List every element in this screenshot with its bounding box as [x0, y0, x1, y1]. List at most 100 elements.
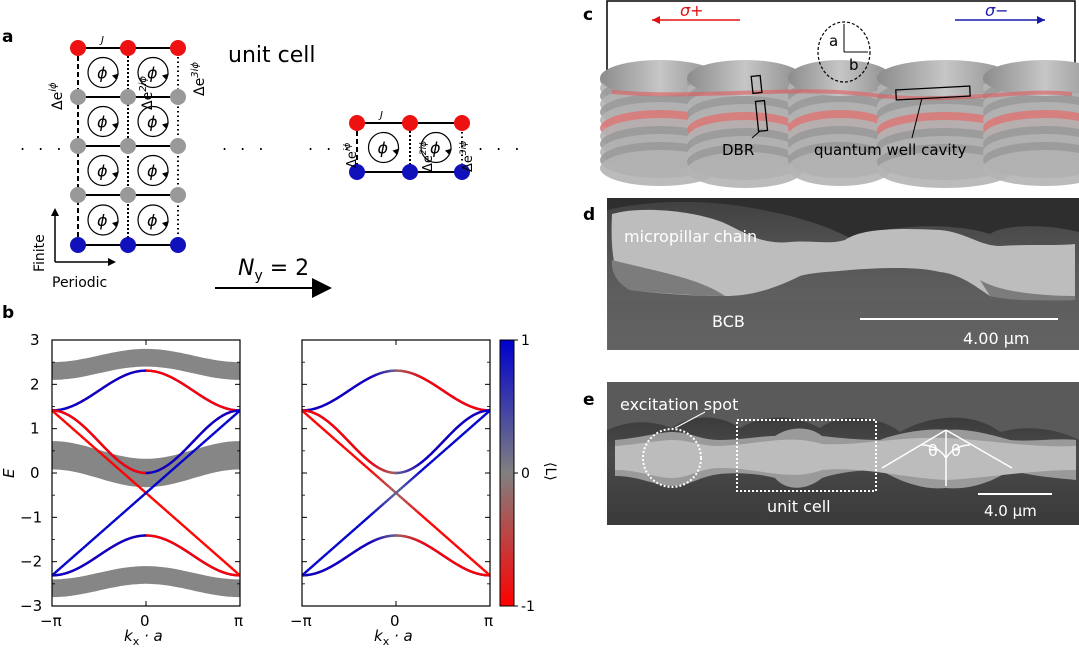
pillar-layer	[687, 152, 803, 188]
edge-state-curve	[329, 434, 334, 439]
edge-state-curve	[348, 552, 353, 557]
edge-state-curve	[227, 410, 232, 414]
edge-state-curve	[102, 527, 107, 531]
edge-state-curve	[475, 419, 480, 424]
edge-state-curve	[397, 494, 402, 498]
edge-state-curve	[405, 370, 409, 374]
edge-state-curve	[432, 525, 437, 529]
edge-state-curve	[350, 452, 355, 457]
edge-state-curve	[182, 383, 187, 387]
edge-state-curve	[187, 386, 192, 390]
edge-state-curve	[180, 459, 185, 463]
edge-state-curve	[439, 552, 444, 557]
edge-state-curve	[140, 494, 145, 498]
edge-state-curve	[334, 543, 339, 548]
periodic-dots-left: . . .	[20, 135, 65, 154]
edge-state-curve	[159, 536, 163, 540]
edge-state-curve	[362, 518, 367, 523]
edge-state-curve	[442, 533, 447, 538]
edge-state-curve	[327, 549, 331, 554]
edge-state-curve	[310, 410, 315, 414]
edge-state-curve	[220, 570, 224, 574]
edge-state-curve	[178, 520, 183, 525]
edge-state-curve	[458, 434, 463, 439]
edge-state-curve	[232, 568, 237, 573]
edge-state-curve	[409, 536, 413, 540]
edge-state-curve	[124, 373, 128, 377]
edge-state-curve	[468, 555, 472, 560]
edge-state-curve	[409, 371, 413, 375]
edge-state-curve	[60, 410, 65, 414]
edge-state-curve	[128, 477, 133, 482]
edge-state-curve	[175, 379, 180, 383]
edge-state-curve	[168, 540, 173, 544]
phase-phi-label: ϕ	[97, 64, 108, 83]
edge-state-curve	[196, 444, 201, 449]
edge-state-curve	[338, 442, 343, 447]
edge-state-curve	[327, 401, 331, 405]
lattice-site	[120, 89, 136, 105]
edge-state-curve	[385, 483, 390, 488]
edge-state-curve	[315, 571, 319, 575]
edge-state-curve	[312, 419, 317, 424]
y-tick-label: 2	[30, 375, 40, 393]
edge-state-curve	[133, 500, 138, 505]
edge-state-curve	[124, 538, 128, 542]
delta-phase-label-small: Δeiϕ	[343, 143, 360, 168]
x-tick-label: −π	[290, 612, 312, 630]
edge-state-curve	[341, 444, 346, 449]
edge-state-curve	[131, 468, 135, 472]
edge-state-curve	[376, 372, 380, 376]
edge-state-curve	[114, 516, 119, 521]
edge-state-curve	[98, 531, 103, 536]
lattice-site	[120, 237, 136, 253]
edge-state-curve	[232, 413, 237, 418]
edge-state-curve	[355, 457, 360, 461]
micropillar-chain-label: micropillar chain	[624, 227, 757, 246]
edge-state-curve	[458, 564, 463, 569]
edge-state-curve	[437, 452, 442, 457]
edge-state-curve	[72, 403, 76, 407]
edge-state-curve	[60, 417, 65, 422]
edge-state-curve	[362, 543, 367, 548]
edge-state-curve	[121, 462, 126, 467]
edge-state-curve	[322, 416, 327, 421]
edge-state-curve	[331, 436, 336, 441]
edge-state-curve	[157, 370, 161, 374]
edge-state-curve	[72, 428, 77, 433]
edge-state-curve	[364, 457, 369, 462]
edge-state-curve	[477, 572, 481, 576]
edge-state-curve	[421, 459, 425, 463]
edge-state-curve	[416, 510, 421, 515]
edge-state-curve	[107, 450, 112, 455]
edge-state-curve	[208, 547, 213, 552]
edge-state-curve	[456, 398, 461, 403]
edge-state-curve	[112, 543, 117, 548]
edge-state-curve	[348, 440, 353, 446]
edge-state-curve	[222, 560, 227, 564]
edge-state-curve	[472, 421, 477, 426]
edge-state-curve	[211, 549, 215, 554]
edge-state-curve	[336, 440, 341, 445]
edge-state-curve	[437, 386, 442, 390]
edge-state-curve	[329, 547, 334, 552]
axis-a-label: a	[829, 32, 838, 50]
edge-state-curve	[223, 412, 227, 417]
edge-state-curve	[126, 372, 130, 376]
edge-state-curve	[324, 551, 329, 556]
edge-state-curve	[308, 415, 313, 420]
edge-state-curve	[84, 562, 88, 566]
edge-state-curve	[475, 411, 479, 415]
edge-state-curve	[109, 452, 114, 457]
edge-state-curve	[381, 535, 385, 539]
edge-state-curve	[423, 465, 428, 470]
edge-state-curve	[432, 448, 437, 453]
edge-state-curve	[215, 428, 220, 433]
edge-state-curve	[95, 554, 100, 558]
edge-state-curve	[381, 468, 385, 472]
excitation-spot-circle	[642, 428, 702, 488]
edge-state-curve	[369, 461, 374, 465]
edge-state-curve	[461, 432, 465, 437]
edge-state-curve	[86, 428, 91, 433]
edge-state-curve	[404, 500, 409, 505]
